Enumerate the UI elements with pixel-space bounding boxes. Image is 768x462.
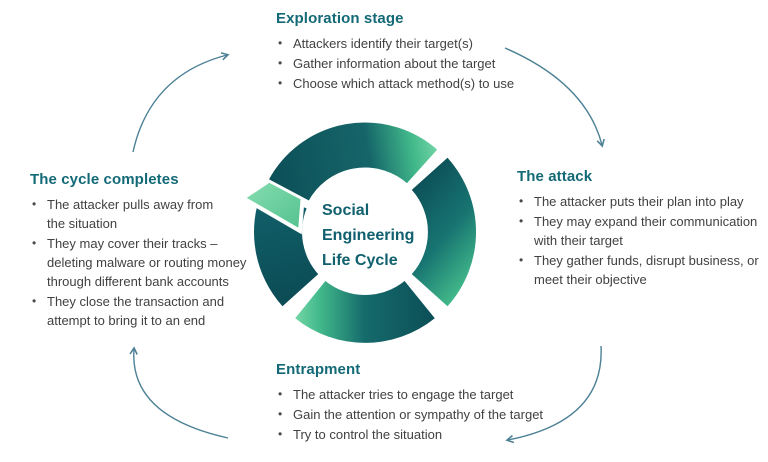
stage-attack: The attack The attacker puts their plan … [517, 168, 762, 290]
ring-segment-top [264, 119, 442, 205]
stage-exploration: Exploration stage Attackers identify the… [276, 10, 586, 94]
center-label-line: Social [322, 202, 370, 219]
bullet-item: They close the transaction and attempt t… [30, 292, 265, 330]
stage-title-attack: The attack [517, 168, 593, 185]
bullet-item: They may cover their tracks – deleting m… [30, 234, 265, 291]
bullet-item: The attacker tries to engage the target [276, 385, 586, 404]
bullet-item: The attacker pulls away from the situati… [30, 195, 265, 233]
curved-arrow-left-to-top-icon [132, 52, 230, 153]
stage-entrapment: Entrapment The attacker tries to engage … [276, 361, 586, 445]
stage-bullet-list: The attacker tries to engage the target … [276, 385, 586, 444]
ring-segment-bottom [295, 281, 435, 343]
stage-bullet-list: The attacker puts their plan into play T… [517, 192, 762, 289]
stage-title-cycle-completes: The cycle completes [30, 171, 179, 188]
stage-bullet-list: The attacker pulls away from the situati… [30, 195, 265, 330]
stage-title-exploration: Exploration stage [276, 10, 404, 27]
center-label-line: Life Cycle [322, 252, 398, 269]
center-label-line: Engineering [322, 227, 415, 244]
bullet-item: Gather information about the target [276, 54, 586, 73]
stage-title-entrapment: Entrapment [276, 361, 361, 378]
bullet-item: Attackers identify their target(s) [276, 34, 586, 53]
bullet-item: Choose which attack method(s) to use [276, 74, 586, 93]
bullet-item: Try to control the situation [276, 425, 586, 444]
bullet-item: Gain the attention or sympathy of the ta… [276, 405, 586, 424]
bullet-item: The attacker puts their plan into play [517, 192, 762, 211]
bullet-item: They may expand their communication with… [517, 212, 762, 250]
bullet-item: They gather funds, disrupt business, or … [517, 251, 762, 289]
stage-bullet-list: Attackers identify their target(s) Gathe… [276, 34, 586, 93]
stage-cycle-completes: The cycle completes The attacker pulls a… [30, 171, 265, 331]
ring-segment-right [411, 157, 477, 307]
curved-arrow-bottom-to-left-icon [129, 346, 229, 439]
cycle-center-label: Social Engineering Life Cycle [322, 198, 432, 273]
